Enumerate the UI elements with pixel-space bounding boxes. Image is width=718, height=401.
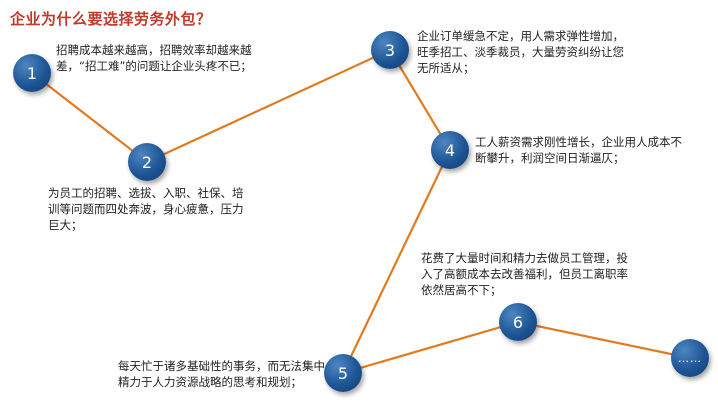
step-description-1: 招聘成本越来越高，招聘效率却越来越差，“招工难”的问题让企业头疼不已； xyxy=(56,43,252,73)
step-description-2: 为员工的招聘、选拔、入职、社保、培训等问题而四处奔波，身心疲惫，压力巨大； xyxy=(48,186,244,232)
more-ellipsis: …… xyxy=(678,351,702,365)
step-description-4: 工人薪资需求刚性增长，企业用人成本不断攀升，利润空间日渐逼仄； xyxy=(475,135,682,165)
step-number: 6 xyxy=(512,312,524,332)
step-number: 1 xyxy=(26,63,38,83)
step-node-4: 4 xyxy=(431,131,469,169)
step-node-1: 1 xyxy=(13,54,51,92)
step-number: 5 xyxy=(337,363,349,383)
step-node-more: …… xyxy=(671,339,709,377)
step-node-3: 3 xyxy=(371,31,409,69)
step-node-6: 6 xyxy=(499,303,537,341)
step-number: 2 xyxy=(141,152,153,172)
step-number: 4 xyxy=(444,140,456,160)
step-description-6: 花费了大量时间和精力去做员工管理，投入了高额成本去改善福利，但员工离职率依然居高… xyxy=(421,251,628,297)
step-description-5: 每天忙于诸多基础性的事务，而无法集中精力于人力资源战略的思考和规划； xyxy=(118,359,325,389)
step-number: 3 xyxy=(384,40,396,60)
step-description-3: 企业订单缓急不定，用人需求弹性增加，旺季招工、淡季裁员，大量劳资纠纷让您无所适从… xyxy=(417,29,624,75)
page-title: 企业为什么要选择劳务外包？ xyxy=(10,10,212,28)
step-node-5: 5 xyxy=(324,354,362,392)
step-node-2: 2 xyxy=(128,143,166,181)
